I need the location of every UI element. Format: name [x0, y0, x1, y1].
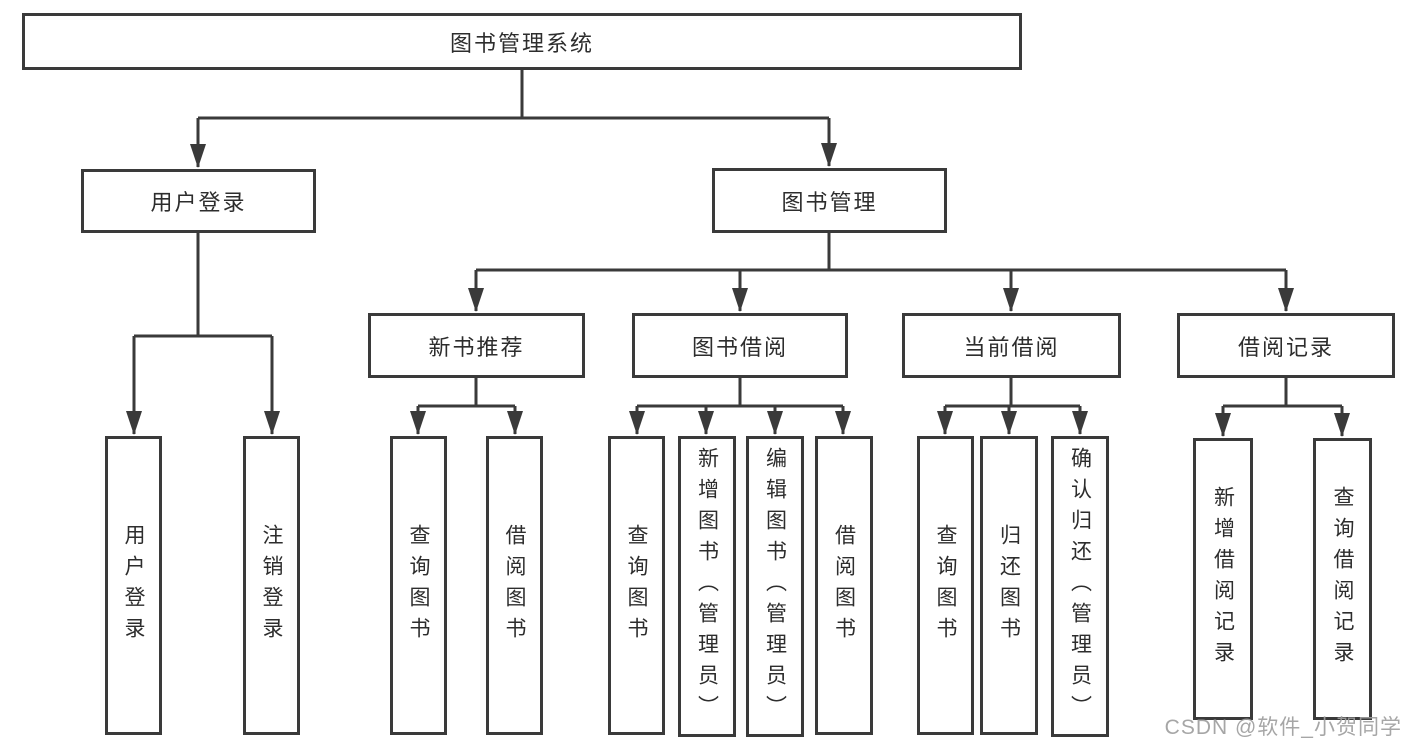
- leaf-borrow-books: 借阅图书: [815, 436, 873, 735]
- node-current-borrowing: 当前借阅: [902, 313, 1121, 378]
- node-label: 借阅图书: [832, 523, 856, 648]
- node-label: 当前借阅: [963, 334, 1060, 360]
- node-book-management: 图书管理: [712, 168, 947, 233]
- csdn-watermark: CSDN @软件_小贺同学: [1164, 716, 1402, 739]
- node-label: 图书管理: [781, 189, 878, 215]
- node-borrowing-records: 借阅记录: [1177, 313, 1395, 378]
- node-label: 归还图书: [997, 523, 1021, 648]
- leaf-return-book: 归还图书: [980, 436, 1038, 735]
- leaf-query-books-recommend: 查询图书: [390, 436, 447, 735]
- node-label: 新书推荐: [428, 334, 525, 360]
- node-label: 图书管理系统: [449, 30, 594, 56]
- node-label: 编辑图书（管理员）: [763, 447, 787, 726]
- leaf-add-borrow-record: 新增借阅记录: [1193, 438, 1253, 720]
- connector-lines: [134, 70, 1342, 408]
- leaf-query-books-current: 查询图书: [917, 436, 974, 735]
- leaf-user-login: 用户登录: [105, 436, 162, 735]
- node-label: 查询图书: [625, 523, 648, 648]
- node-label: 用户登录: [150, 190, 247, 215]
- node-label: 注销登录: [260, 523, 283, 648]
- node-label: 查询图书: [407, 523, 430, 648]
- node-label: 查询图书: [934, 523, 957, 648]
- node-user-login-group: 用户登录: [81, 169, 316, 233]
- node-book-borrowing: 图书借阅: [632, 313, 848, 378]
- node-label: 确认归还（管理员）: [1068, 447, 1092, 726]
- leaf-borrow-books-recommend: 借阅图书: [486, 436, 543, 735]
- leaf-add-book-admin: 新增图书（管理员）: [678, 436, 736, 737]
- node-new-book-recommend: 新书推荐: [368, 313, 585, 378]
- node-label: 图书借阅: [691, 334, 788, 360]
- node-root: 图书管理系统: [22, 13, 1022, 70]
- leaf-query-borrow-record: 查询借阅记录: [1313, 438, 1372, 720]
- leaf-logout: 注销登录: [243, 436, 300, 735]
- leaf-confirm-return-admin: 确认归还（管理员）: [1051, 436, 1109, 737]
- node-label: 新增借阅记录: [1211, 486, 1235, 672]
- node-label: 借阅图书: [503, 523, 526, 648]
- node-label: 借阅记录: [1237, 334, 1334, 360]
- node-label: 查询借阅记录: [1331, 486, 1354, 672]
- node-label: 新增图书（管理员）: [695, 447, 719, 726]
- leaf-query-books-borrow: 查询图书: [608, 436, 665, 735]
- node-label: 用户登录: [122, 523, 145, 648]
- leaf-edit-book-admin: 编辑图书（管理员）: [746, 436, 804, 737]
